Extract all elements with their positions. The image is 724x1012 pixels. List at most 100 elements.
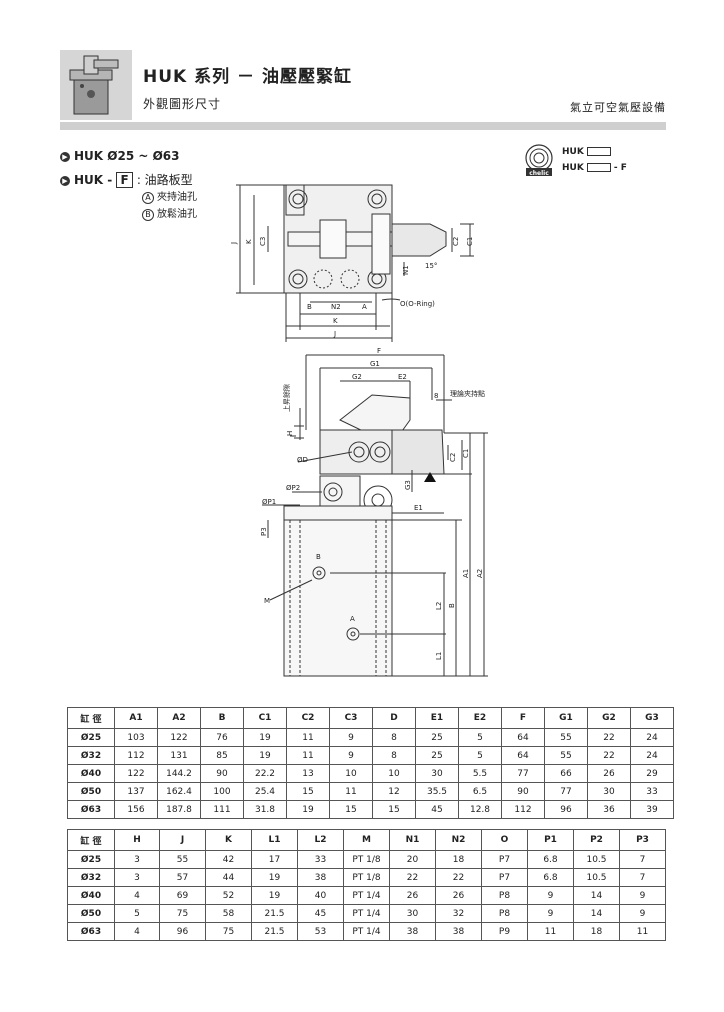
- product-thumbnail: [60, 50, 132, 120]
- label-N2: N2: [331, 303, 341, 311]
- table-cell: 64: [501, 746, 545, 765]
- table-cell: 30: [389, 904, 436, 923]
- table-cell: 19: [286, 800, 330, 819]
- table-cell: 25: [415, 746, 459, 765]
- label-port-b: B: [307, 303, 312, 311]
- table-cell: 38: [297, 868, 344, 887]
- table-cell: 11: [619, 922, 666, 941]
- label-O-ring: O(O-Ring): [400, 300, 435, 308]
- column-header: E1: [415, 707, 459, 729]
- label-C1-side: C1: [462, 449, 470, 458]
- label-J-bottom: J: [333, 330, 336, 338]
- column-header: D: [372, 707, 416, 729]
- bore-size-cell: Ø63: [67, 922, 115, 941]
- column-header: K: [205, 829, 252, 851]
- column-header: J: [159, 829, 206, 851]
- table-cell: 38: [435, 922, 482, 941]
- table-cell: 7: [619, 850, 666, 869]
- svg-text:chelic: chelic: [529, 170, 549, 177]
- table-cell: 31.8: [243, 800, 287, 819]
- column-header: H: [114, 829, 160, 851]
- bore-size-cell: Ø32: [67, 868, 115, 887]
- series-f-type: ▶HUK - F : 油路板型: [60, 171, 193, 188]
- column-header: L2: [297, 829, 344, 851]
- label-P2: ØP2: [286, 484, 300, 492]
- column-header: E2: [458, 707, 502, 729]
- table-cell: 30: [415, 764, 459, 783]
- bore-size-cell: Ø25: [67, 728, 115, 747]
- label-K-bottom: K: [333, 317, 338, 325]
- table-cell: 9: [527, 886, 574, 905]
- label-N1: N1: [402, 265, 410, 275]
- label-G1: G1: [370, 360, 380, 368]
- table-cell: 19: [251, 868, 298, 887]
- table-cell: 24: [630, 728, 674, 747]
- column-header: 缸 徑: [67, 829, 115, 851]
- table-cell: 64: [501, 728, 545, 747]
- company-name: 氣立可空氣壓設備: [570, 101, 666, 114]
- table-cell: 131: [157, 746, 201, 765]
- table-cell: 52: [205, 886, 252, 905]
- label-K: K: [245, 239, 253, 244]
- symbol-icon: chelic: [525, 144, 553, 177]
- table-cell: 10: [329, 764, 373, 783]
- table-cell: 162.4: [157, 782, 201, 801]
- type-code-box: F: [116, 172, 133, 188]
- column-header: F: [501, 707, 545, 729]
- column-header: C1: [243, 707, 287, 729]
- table-cell: 19: [243, 728, 287, 747]
- table-cell: 6.8: [527, 868, 574, 887]
- table-cell: 9: [329, 746, 373, 765]
- page-subtitle: 外觀圖形尺寸: [143, 97, 222, 111]
- table-cell: 15: [286, 782, 330, 801]
- table-cell: 122: [157, 728, 201, 747]
- bore-size-cell: Ø32: [67, 746, 115, 765]
- page-title: HUK 系列 － 油壓壓緊缸: [143, 67, 352, 87]
- table-cell: 24: [630, 746, 674, 765]
- table-cell: 12.8: [458, 800, 502, 819]
- table-cell: 122: [114, 764, 158, 783]
- table-cell: PT 1/4: [343, 886, 390, 905]
- label-A2: A2: [476, 569, 484, 578]
- label-E2: E2: [398, 373, 407, 381]
- label-H: H: [286, 431, 294, 436]
- table-cell: 9: [527, 904, 574, 923]
- dimension-drawing: J K C3 C2 C1 N1 15° B N2 A O(O-Ring) K J: [230, 184, 488, 677]
- table-cell: 11: [286, 728, 330, 747]
- label-B-dim: B: [448, 603, 456, 608]
- table-cell: PT 1/4: [343, 922, 390, 941]
- column-header: O: [481, 829, 528, 851]
- column-header: A1: [114, 707, 158, 729]
- column-header: M: [343, 829, 390, 851]
- table-cell: 8: [372, 728, 416, 747]
- table-cell: 75: [159, 904, 206, 923]
- label-D: ØD: [297, 456, 308, 464]
- label-angle: 15°: [425, 262, 437, 270]
- table-cell: 3: [114, 850, 160, 869]
- table-cell: 112: [501, 800, 545, 819]
- label-C2-top: C2: [452, 237, 460, 246]
- table-cell: 15: [329, 800, 373, 819]
- table-cell: 18: [573, 922, 620, 941]
- table-cell: 11: [329, 782, 373, 801]
- table-cell: 9: [329, 728, 373, 747]
- table-cell: PT 1/4: [343, 904, 390, 923]
- table-cell: 22: [587, 728, 631, 747]
- table-cell: 55: [544, 746, 588, 765]
- label-C1-top: C1: [466, 237, 474, 246]
- label-L2: L2: [435, 602, 443, 610]
- table-cell: 20: [389, 850, 436, 869]
- column-header: G3: [630, 707, 674, 729]
- table-cell: PT 1/8: [343, 868, 390, 887]
- label-port-a-side: A: [350, 615, 355, 623]
